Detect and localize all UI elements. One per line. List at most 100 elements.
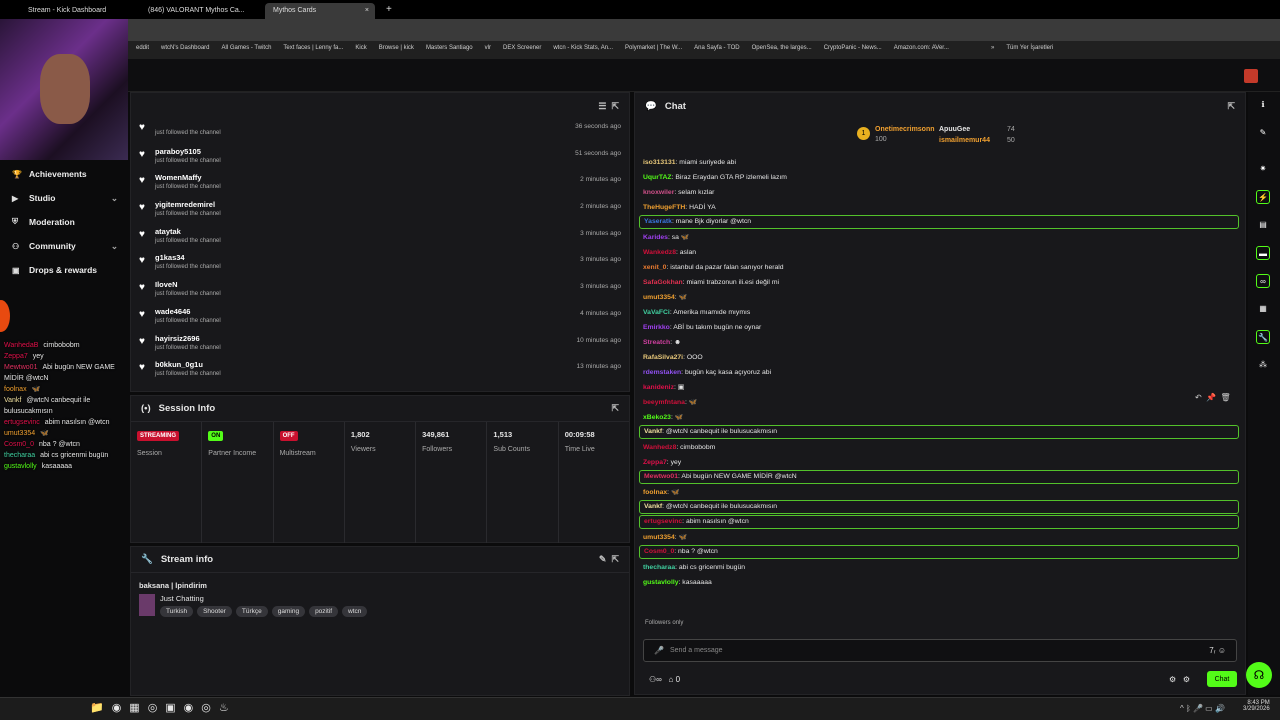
doc-icon[interactable]: ▤ (1259, 220, 1267, 229)
follower-name[interactable]: hayirsiz2696 (155, 333, 200, 343)
chat-username[interactable]: Wanhedz8 (643, 444, 677, 451)
chat-message-input[interactable]: 🎤 Send a message 7ᵣ ☺ (643, 639, 1237, 662)
chat-username[interactable]: beeymfntana (643, 399, 685, 406)
close-tab-icon[interactable]: × (364, 7, 369, 14)
bookmark-item[interactable]: Browse | kick (378, 45, 414, 51)
settings-icon[interactable]: ⚙ ⚙ (1169, 675, 1191, 684)
bookmark-item[interactable]: Kick (355, 45, 367, 51)
emote-icon[interactable]: 7ᵣ ☺ (1209, 646, 1226, 655)
chat-username[interactable]: Vankf (644, 428, 663, 435)
sidebar-item[interactable]: ▣Drops & rewards (0, 258, 130, 282)
tab-kick-dashboard[interactable]: Stream - Kick Dashboard (28, 7, 107, 14)
sidebar-item[interactable]: ⛨Moderation (0, 210, 130, 234)
tab-mythos-cards[interactable]: Mythos Cards× (265, 3, 375, 19)
send-chat-button[interactable]: Chat (1207, 671, 1237, 687)
bookmark-item[interactable]: wtcn - Kick Stats, An... (553, 45, 614, 51)
info-icon[interactable]: ℹ (1261, 100, 1265, 109)
bookmark-item[interactable]: Amazon.com: AVer... (893, 45, 949, 51)
bookmark-item[interactable]: Polymarket | The W... (625, 45, 683, 51)
follower-name[interactable]: paraboy5105 (155, 146, 201, 156)
popout-icon[interactable]: ⇱ (611, 403, 619, 413)
chat-username[interactable]: kanideniz (643, 384, 674, 391)
chat-username[interactable]: Zeppa7 (643, 459, 667, 466)
follower-name[interactable]: yigitemredemirel (155, 200, 216, 210)
bookmark-item[interactable]: Text faces | Lenny fa... (283, 45, 344, 51)
avatar[interactable] (1244, 69, 1258, 83)
popout-icon[interactable]: ⇱ (1227, 100, 1235, 111)
bookmark-item[interactable]: wtcN's Dashboard (161, 45, 210, 51)
sidebar-item[interactable]: ▶Studio⌄ (0, 186, 130, 210)
tool-icon[interactable]: 🔧 (1256, 330, 1270, 344)
sidebar-item[interactable]: 🏆Achievements (0, 162, 130, 186)
chat-username[interactable]: TheHugeFTH (643, 204, 686, 211)
pencil-icon[interactable]: ✎ (1259, 128, 1267, 137)
follower-name[interactable]: wade4646 (155, 306, 191, 316)
stream-tag[interactable]: Shooter (197, 606, 232, 617)
chat-username[interactable]: thecharaa (643, 564, 676, 571)
chat-username[interactable]: knoxwiler (643, 189, 675, 196)
chat-username[interactable]: VaVaFCi (643, 309, 670, 316)
bookmark-item[interactable]: » (990, 45, 995, 51)
chat-username[interactable]: xenit_0 (643, 264, 667, 271)
stream-tag[interactable]: pozitif (309, 606, 339, 617)
chevron-down-icon[interactable]: ⌄ (110, 192, 118, 203)
chat-username[interactable]: gustavlolly (643, 579, 679, 586)
taskbar-apps[interactable]: 📁◉▦◎▣◉◎♨ (90, 702, 237, 714)
chat-icon[interactable]: ▬ (1256, 246, 1270, 260)
chat-username[interactable]: SafaGokhan (643, 279, 683, 286)
link-icon[interactable]: ∞ (1256, 274, 1270, 288)
new-tab-button[interactable]: + (386, 4, 392, 15)
chat-username[interactable]: foolnax (643, 489, 668, 496)
bookmark-item[interactable]: eddit (136, 45, 150, 51)
stat-value: 1,513 (493, 430, 513, 439)
address-bar[interactable] (0, 19, 1280, 41)
chat-username[interactable]: Mewtwo01 (644, 473, 678, 480)
bookmark-item[interactable]: DEX Screener (502, 45, 542, 51)
chat-username[interactable]: xBeko23 (643, 414, 671, 421)
follower-name[interactable]: ataytak (155, 226, 181, 236)
chat-username[interactable]: rdemstaken (643, 369, 682, 376)
edit-popout-icons[interactable]: ✎ ⇱ (598, 554, 619, 564)
chat-username[interactable]: Karides (643, 234, 668, 241)
support-button[interactable]: ☊ (1246, 662, 1272, 688)
microphone-icon[interactable]: 🎤 (654, 646, 664, 655)
bookmark-item[interactable]: Tüm Yer İşaretleri (1006, 45, 1054, 51)
chat-username[interactable]: iso313131 (643, 159, 676, 166)
chevron-down-icon[interactable]: ⌄ (110, 240, 118, 251)
chat-username[interactable]: umut3354 (643, 294, 675, 301)
follower-name[interactable]: g1kas34 (155, 253, 185, 263)
chat-username[interactable]: ertugsevinc (644, 518, 683, 525)
message-actions[interactable]: ↶ 📌 🗑 (1195, 393, 1231, 402)
sidebar-item[interactable]: ⚇Community⌄ (0, 234, 130, 258)
bolt-icon[interactable]: ⚡ (1256, 190, 1270, 204)
apps-icon[interactable]: ⁂ (1259, 360, 1267, 369)
chat-username[interactable]: umut3354 (643, 534, 675, 541)
stream-tag[interactable]: wtcn (342, 606, 368, 617)
bookmark-item[interactable]: CryptoPanic - News... (823, 45, 882, 51)
filter-icon[interactable]: ☰ ⇱ (598, 100, 619, 111)
follower-name[interactable]: b0kkun_0g1u (155, 360, 203, 370)
follower-name[interactable]: IloveN (155, 280, 178, 290)
chat-username[interactable]: Streatch (643, 339, 671, 346)
follower-name[interactable] (155, 120, 629, 128)
chat-username[interactable]: Emirkko (643, 324, 670, 331)
bookmark-item[interactable]: OpenSea, the larges... (751, 45, 812, 51)
tray-icons[interactable]: ^ ᛒ 🎤 ▭ 🔊 (1180, 704, 1225, 713)
chat-username[interactable]: RafaSilva27i (643, 354, 684, 361)
chat-username[interactable]: Yaseratk (644, 218, 672, 225)
stream-tag[interactable]: Türkçe (235, 606, 268, 617)
chat-username[interactable]: Vankf (644, 503, 663, 510)
bookmark-item[interactable]: Ana Sayfa - TOD (694, 45, 740, 51)
chat-username[interactable]: Wankedz8 (643, 249, 676, 256)
tab-valorant[interactable]: (846) VALORANT Mythos Ca... (148, 7, 245, 14)
bug-icon[interactable]: ✷ (1259, 164, 1267, 173)
chat-username[interactable]: UqurTAZ (643, 174, 672, 181)
stream-tag[interactable]: gaming (271, 606, 306, 617)
stream-tag[interactable]: Turkish (160, 606, 194, 617)
bookmark-item[interactable]: All Games - Twitch (221, 45, 272, 51)
chat-username[interactable]: Cosm0_0 (644, 548, 675, 555)
follower-name[interactable]: WomenMaffy (155, 173, 202, 183)
list-icon[interactable]: ▦ (1259, 304, 1267, 313)
bookmark-item[interactable]: vlr (484, 45, 491, 51)
bookmark-item[interactable]: Masters Santiago (425, 45, 473, 51)
